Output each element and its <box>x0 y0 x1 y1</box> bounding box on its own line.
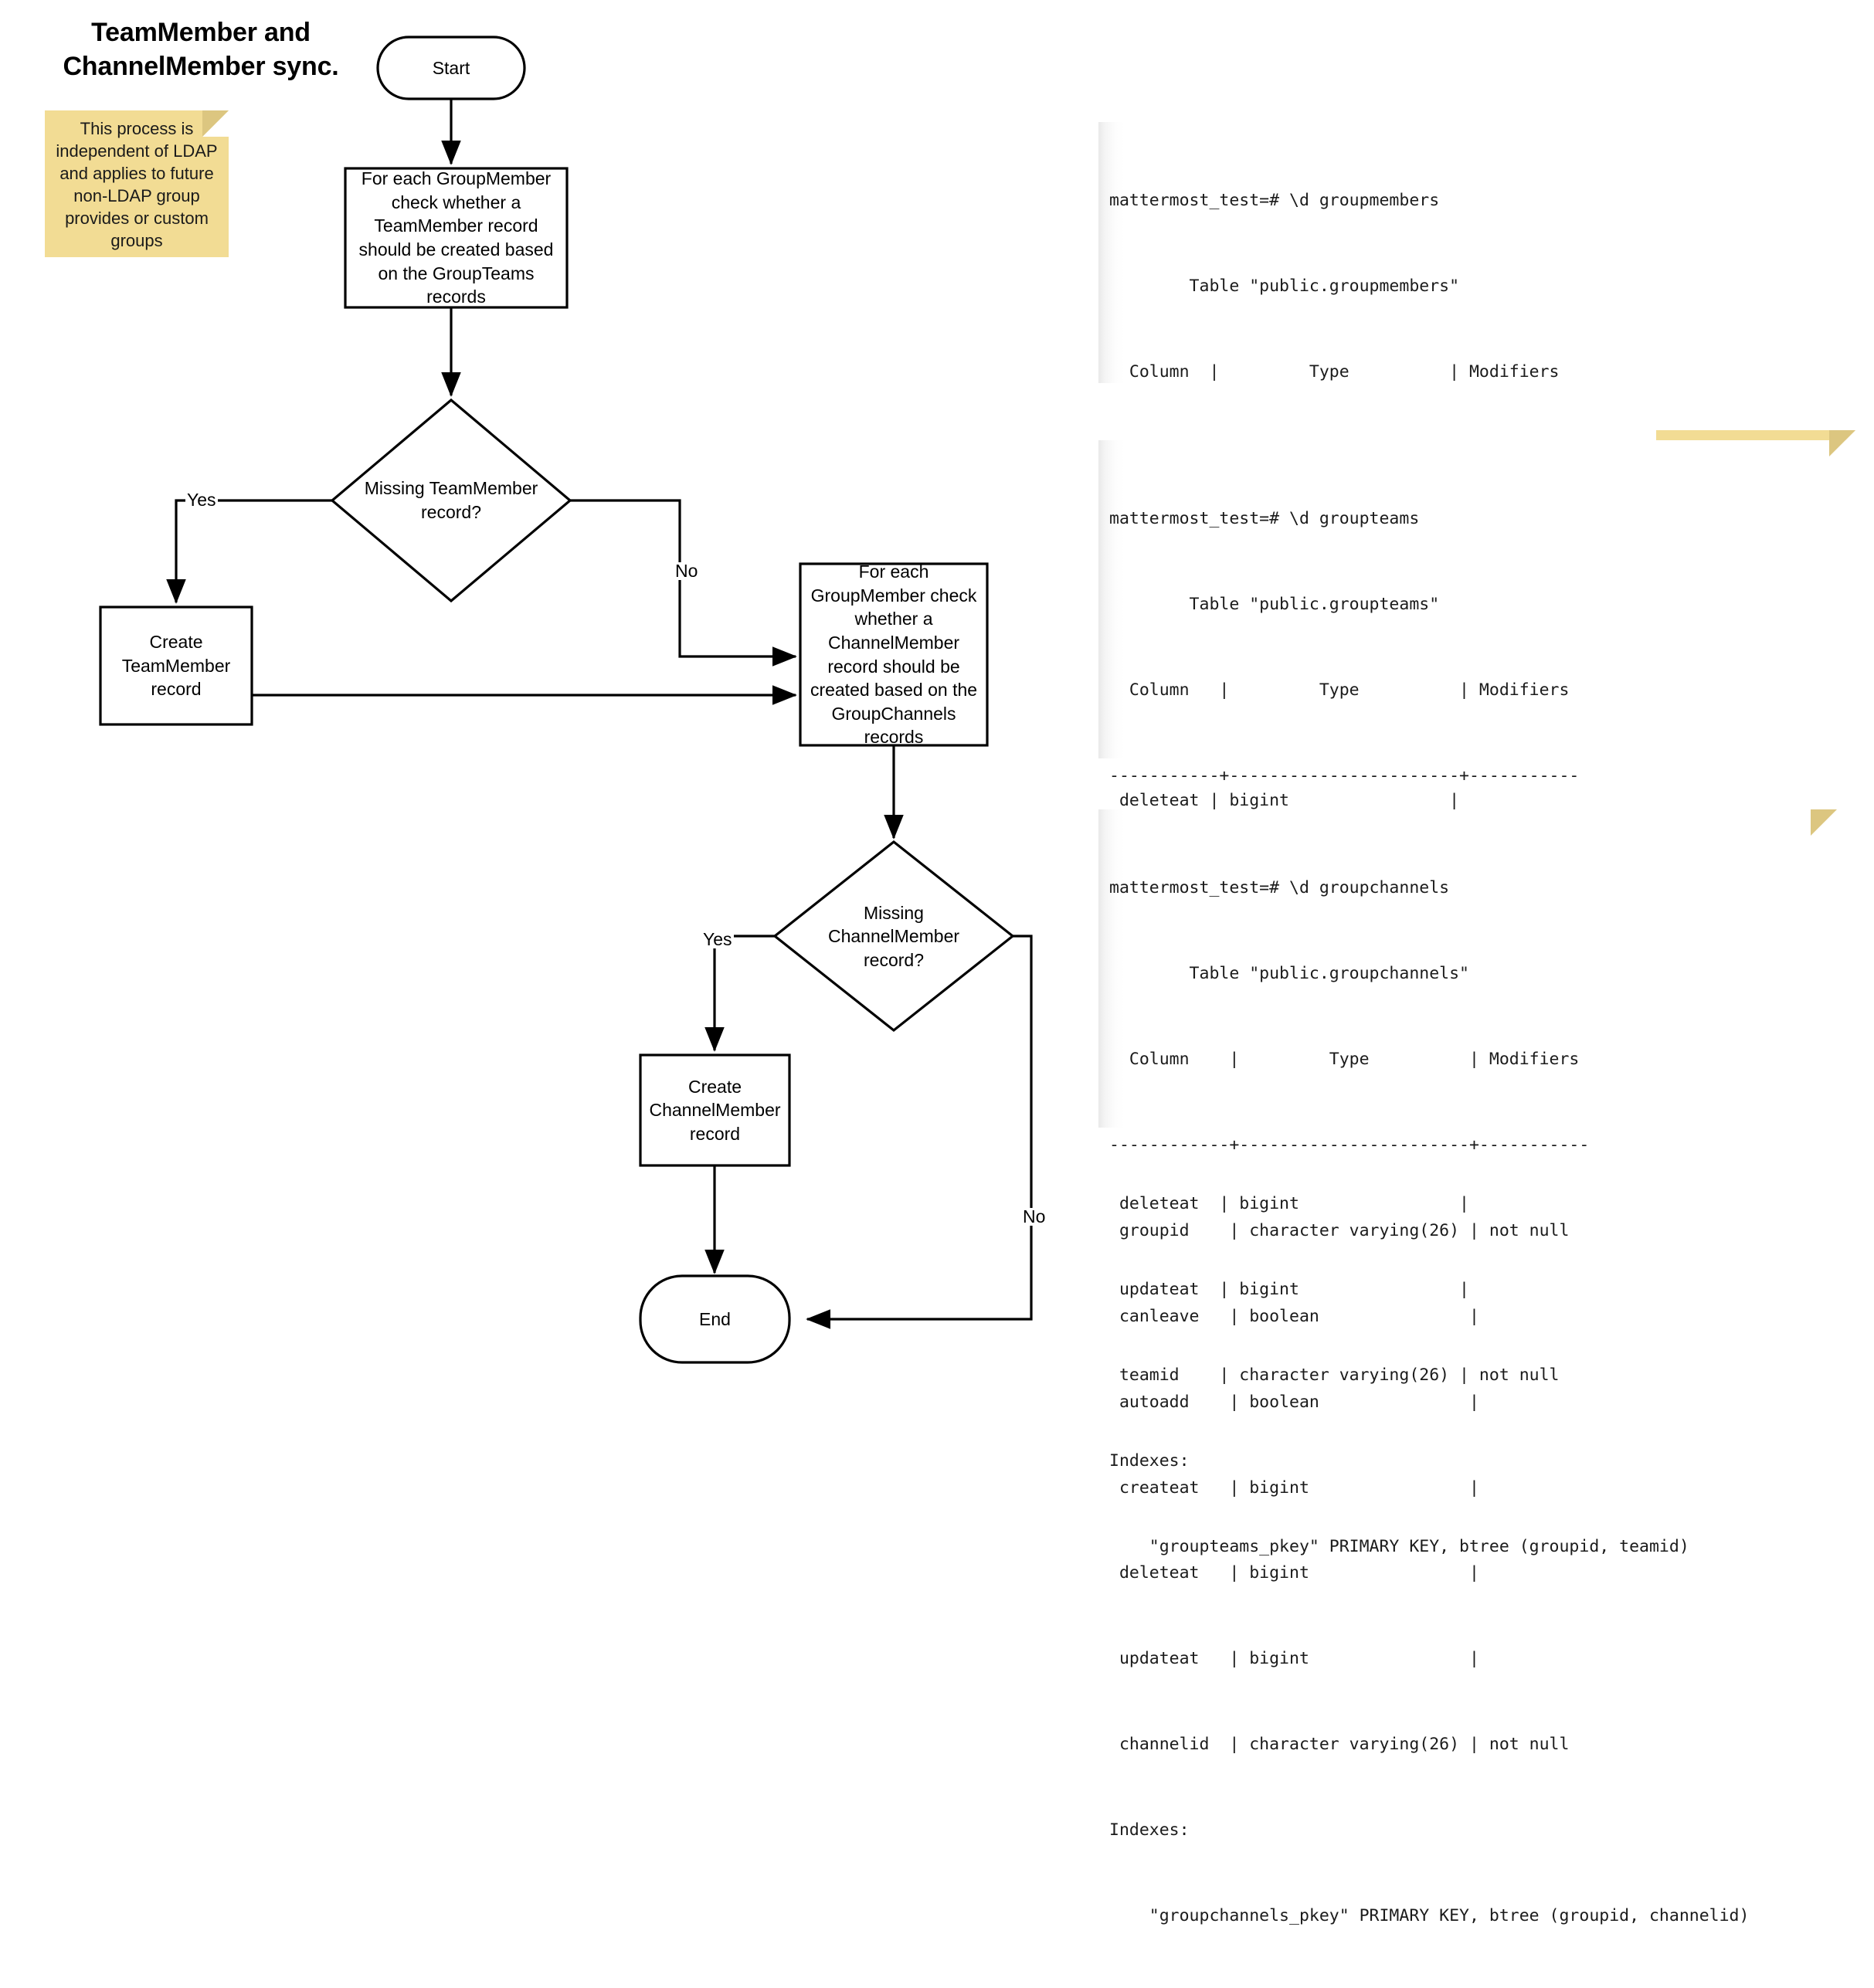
terminal-line: canleave | boolean | <box>1109 1306 1479 1326</box>
terminal-line: deleteat | bigint | <box>1109 790 1460 810</box>
terminal-line: mattermost_test=# \d groupteams <box>1109 508 1420 528</box>
edge-channelmember-no <box>806 935 1033 1329</box>
terminal-line: autoadd | boolean | <box>1109 1392 1479 1412</box>
terminal-line: teamid | character varying(26) | not nul… <box>1109 1365 1560 1386</box>
node-missing-channelmember-shape <box>772 840 1015 1033</box>
edge-label-teammember-yes: Yes <box>185 490 218 510</box>
terminal-line: "groupchannels_pkey" PRIMARY KEY, btree … <box>1109 1906 1750 1926</box>
node-check-teammember-shape <box>344 167 569 309</box>
terminal-line: ------------+-----------------------+---… <box>1109 1135 1590 1155</box>
terminal-line: mattermost_test=# \d groupchannels <box>1109 877 1450 897</box>
terminal-line: deleteat | bigint | <box>1109 1194 1469 1214</box>
terminal-output-groupmembers: mattermost_test=# \d groupmembers Table … <box>1098 122 1874 1067</box>
note-fold-icon <box>1829 430 1855 456</box>
note-fold-icon <box>202 110 229 137</box>
sticky-note-ldap: This process is independent of LDAP and … <box>45 110 229 257</box>
node-end-shape <box>639 1274 791 1364</box>
terminal-line: updateat | bigint | <box>1109 1280 1469 1300</box>
terminal-line: groupid | character varying(26) | not nu… <box>1109 1220 1570 1240</box>
page-title-line-2: ChannelMember sync. <box>63 52 339 82</box>
edge-label-channelmember-no: No <box>1021 1206 1047 1226</box>
terminal-line: Column | Type | Modifiers <box>1109 1049 1580 1069</box>
sticky-note-ldap-text: This process is independent of LDAP and … <box>56 118 218 251</box>
terminal-line: updateat | bigint | <box>1109 1649 1479 1669</box>
terminal-line: Indexes: <box>1109 1451 1190 1471</box>
node-create-teammember-shape <box>99 606 253 726</box>
node-missing-teammember-shape <box>330 398 572 603</box>
terminal-line: deleteat | bigint | <box>1109 1563 1479 1583</box>
edge-channelmember-yes <box>704 935 775 1052</box>
page-title-line-1: TeamMember and <box>91 18 311 47</box>
edge-label-teammember-no: No <box>674 561 700 581</box>
diagram-canvas: TeamMember and ChannelMember sync. <box>45 15 1874 1925</box>
edge-label-channelmember-yes: Yes <box>701 929 734 949</box>
terminal-line: Column | Type | Modifiers <box>1109 361 1560 382</box>
terminal-line: Table "public.groupchannels" <box>1109 963 1469 983</box>
terminal-line: Indexes: <box>1109 1820 1190 1840</box>
edge-teammember-yes <box>166 499 332 604</box>
page-title: TeamMember and ChannelMember sync. <box>46 15 355 83</box>
terminal-line: "groupteams_pkey" PRIMARY KEY, btree (gr… <box>1109 1537 1689 1557</box>
terminal-line: Table "public.groupmembers" <box>1109 276 1460 296</box>
terminal-line: createat | bigint | <box>1109 1477 1479 1498</box>
node-create-channelmember-shape <box>639 1053 791 1167</box>
terminal-line: mattermost_test=# \d groupmembers <box>1109 190 1440 210</box>
node-start-shape <box>376 36 526 100</box>
terminal-line: Table "public.groupteams" <box>1109 594 1440 614</box>
terminal-output-groupteams: mattermost_test=# \d groupteams Table "p… <box>1098 440 1874 1556</box>
terminal-line: -----------+-----------------------+----… <box>1109 765 1580 785</box>
node-check-channelmember-shape <box>799 562 989 747</box>
terminal-output-groupchannels: mattermost_test=# \d groupchannels Table… <box>1098 809 1874 1925</box>
terminal-line: Column | Type | Modifiers <box>1109 680 1570 700</box>
note-fold-icon <box>1811 809 1837 836</box>
terminal-line: channelid | character varying(26) | not … <box>1109 1735 1570 1755</box>
flowchart-svg <box>99 36 1033 1364</box>
